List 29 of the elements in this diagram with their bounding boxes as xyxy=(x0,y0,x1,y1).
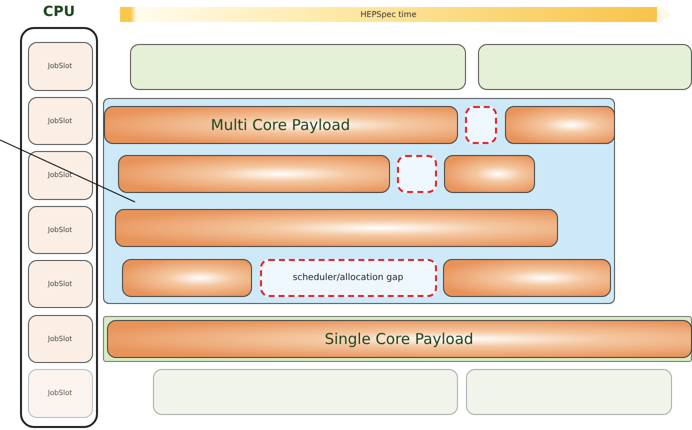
payload-bar xyxy=(444,154,534,192)
payload-bar xyxy=(118,154,390,192)
gap-box xyxy=(464,106,496,144)
multi-core-panel xyxy=(103,98,615,304)
payload-bar xyxy=(122,258,252,296)
payload-label: Single Core Payload xyxy=(324,330,474,348)
job-slot-box xyxy=(28,314,92,362)
column-heading: CPU xyxy=(42,4,76,20)
job-box xyxy=(478,44,692,90)
job-slot-box xyxy=(28,42,92,90)
payload-bar xyxy=(442,258,610,296)
leader-line xyxy=(0,140,136,202)
gap-box xyxy=(260,258,436,296)
job-box xyxy=(130,44,466,90)
job-slot-box xyxy=(28,368,92,418)
payload-bar xyxy=(104,106,458,144)
payload-bar xyxy=(504,106,614,144)
gap-box xyxy=(396,154,436,192)
job-slot-box xyxy=(28,206,92,254)
time-bar xyxy=(120,7,657,22)
job-box xyxy=(153,369,458,415)
payload-label: Multi Core Payload xyxy=(210,116,350,134)
axis-label: HEPSpec time xyxy=(360,10,416,19)
job-slot-box xyxy=(28,150,92,200)
gap-label: scheduler/allocation gap xyxy=(292,272,404,282)
payload-bar xyxy=(114,208,558,246)
job-slot-box xyxy=(28,96,92,144)
job-slot-box xyxy=(28,260,92,308)
job-box xyxy=(466,369,672,415)
